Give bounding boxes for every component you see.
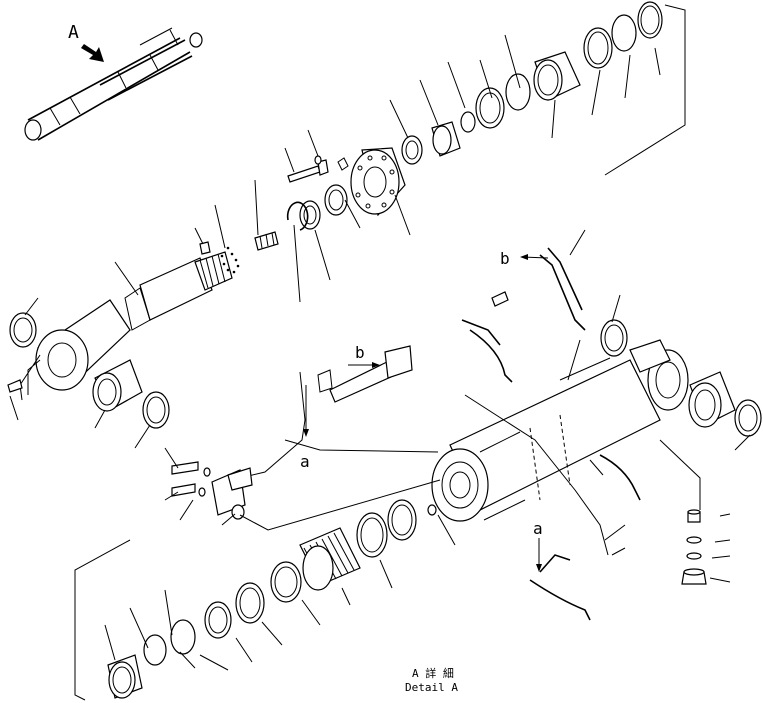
cylinder-head-flange bbox=[337, 147, 406, 217]
ref-label-b-mid: b bbox=[355, 343, 365, 362]
detail-title-en: Detail A bbox=[405, 681, 458, 694]
middle-rings bbox=[286, 184, 348, 231]
right-fittings bbox=[681, 509, 707, 585]
frame-bottom-left bbox=[74, 539, 131, 701]
upper-seal-rings bbox=[401, 1, 663, 165]
rod-eye-bushing bbox=[7, 312, 170, 429]
bottom-bushing bbox=[600, 319, 762, 437]
dotted-ring bbox=[199, 241, 240, 274]
view-arrow-icon bbox=[81, 44, 104, 62]
frame-top-right bbox=[604, 4, 686, 176]
cylinder-tube bbox=[431, 339, 689, 522]
piston-rod bbox=[124, 231, 279, 331]
ref-label-b-top: b bbox=[500, 249, 510, 268]
rod-eye bbox=[19, 299, 131, 401]
view-label-a: A bbox=[68, 22, 79, 43]
hose-line bbox=[211, 345, 413, 516]
leader-lines bbox=[9, 34, 751, 671]
ref-label-a-mid: a bbox=[300, 452, 310, 471]
clamp-brackets bbox=[461, 247, 641, 621]
ref-label-a-low: a bbox=[533, 519, 543, 538]
flange-bolts bbox=[171, 461, 245, 520]
ref-arrows bbox=[303, 254, 549, 572]
detail-title-jp: A 詳 細 bbox=[412, 666, 454, 680]
piston-assembly bbox=[107, 499, 437, 699]
head-bolt bbox=[287, 155, 329, 183]
overview-cylinder bbox=[24, 27, 203, 141]
